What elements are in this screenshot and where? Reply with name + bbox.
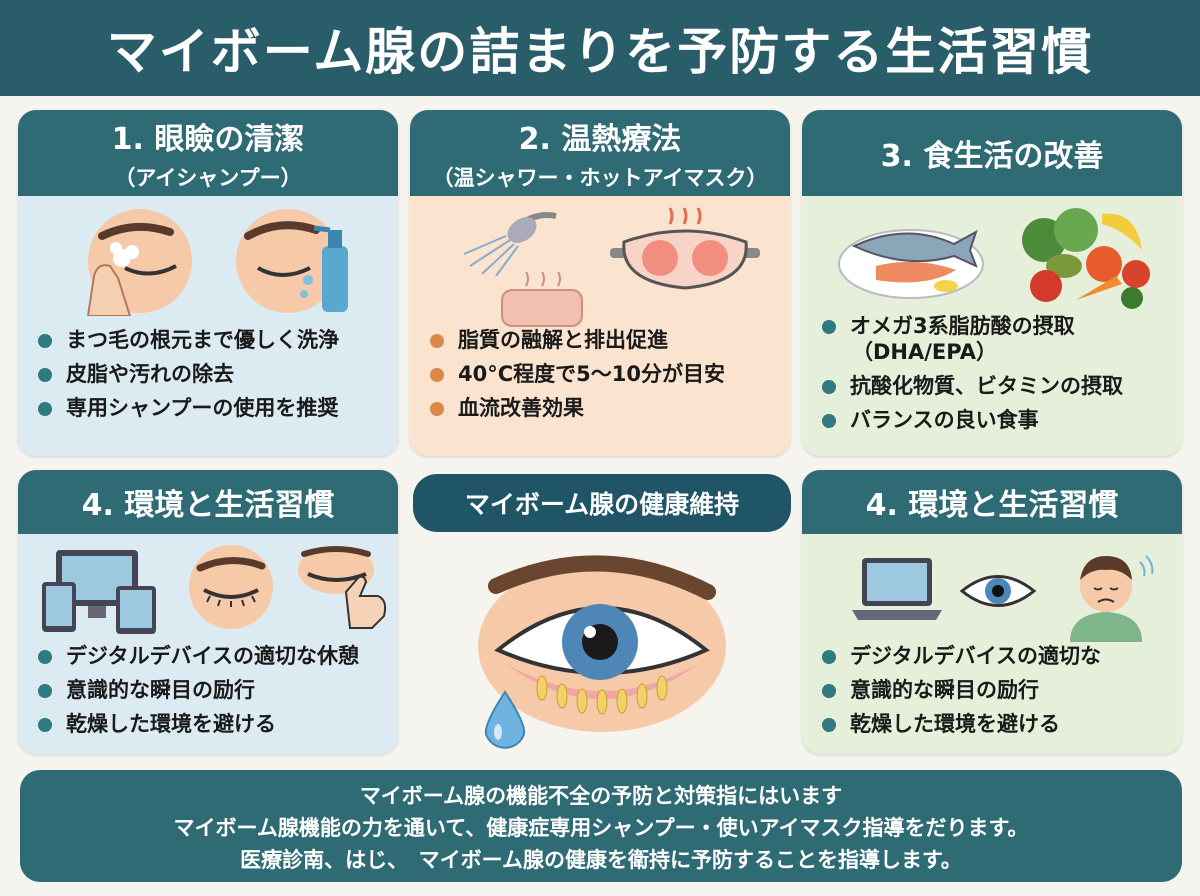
card-title: 3. 食生活の改善 [880,139,1104,174]
shower-icon [463,212,557,276]
list-item: 乾燥した環境を避ける [816,712,1174,736]
card-header: 1. 眼瞼の清潔 （アイシャンプー） [18,110,398,196]
closed-eye-icon [189,545,273,629]
bullet-dot [38,650,52,664]
card-header: 4. 環境と生活習慣 [802,470,1182,534]
card-subtitle: （温シャワー・ホットアイマスク） [432,166,768,190]
tired-person-icon [1070,555,1154,642]
towel-icon [501,271,583,327]
card-header: 4. 環境と生活習慣 [18,470,398,534]
list-item-sub: （DHA/EPA） [852,340,997,365]
bullet-dot [38,334,52,348]
list-item: 意識的な瞬目の励行 [816,678,1174,702]
card-header: 2. 温熱療法 （温シャワー・ホットアイマスク） [410,110,790,196]
list-item: 乾燥した環境を避ける [32,712,390,736]
card-diet: 3. 食生活の改善 オメガ3系脂肪酸の摂取 （DHA/EPA） 抗酸化物質、ビタ… [802,110,1182,456]
page-title: マイボーム腺の詰まりを予防する生活習慣 [106,23,1094,81]
footer-line: 医療診南、はじ、 マイボーム腺の健康を衛持に予防することを指導します。 [240,848,962,872]
hot-eye-mask-icon [610,207,760,290]
fish-plate-icon [838,229,984,299]
list-item: バランスの良い食事 [816,408,1174,432]
footer-line: マイボーム腺の機能不全の予防と対策指にはいます [359,784,843,808]
center-badge: マイボーム腺の健康維持 [413,474,791,532]
list-item: デジタルデバイスの適切な休憩 [32,644,390,668]
card-heat-therapy: 2. 温熱療法 （温シャワー・ホットアイマスク） 脂質の融解と排出促進 40°C… [410,110,790,456]
bullet-dot [38,402,52,417]
devices-icon [42,550,156,634]
bullet-dot [38,368,52,383]
title-bar: マイボーム腺の詰まりを予防する生活習慣 [0,0,1200,96]
card-title: 1. 眼瞼の清潔 [111,122,305,157]
bullet-dot [822,414,836,429]
bullet-dot [822,650,836,664]
list-item: 脂質の融解と排出促進 [424,328,782,352]
list-item: まつ毛の根元まで優しく洗浄 [32,328,390,352]
list-item: オメガ3系脂肪酸の摂取 [816,314,1174,338]
bullet-dot [822,718,836,733]
list-item: 抗酸化物質、ビタミンの摂取 [816,374,1174,398]
eye-shampoo-icon [236,209,348,313]
vegetables-icon [1022,208,1150,309]
laptop-icon [852,558,942,620]
bullet-dot [430,402,444,417]
tear-drop-icon [484,690,526,749]
list-item: 血流改善効果 [424,396,782,420]
list-item: 専用シャンプーの使用を推奨 [32,396,390,420]
card-title: 4. 環境と生活習慣 [865,488,1119,523]
bullet-dot [822,684,836,699]
list-item: デジタルデバイスの適切な [816,644,1174,668]
list-item: 皮脂や汚れの除去 [32,362,390,386]
card-title: 2. 温熱療法 [518,122,682,157]
list-item: 40°C程度で5～10分が目安 [424,362,782,386]
bullet-dot [38,718,52,733]
open-eye-icon [959,575,1037,607]
footer-line: マイボーム腺機能の力を通いて、健康症専用シャンプー・使いアイマスク指導をだります… [173,816,1029,840]
bullet-dot [430,334,444,348]
card-title: 4. 環境と生活習慣 [81,488,335,523]
eye-wash-icon [86,209,192,316]
card-header: 3. 食生活の改善 [802,110,1182,196]
card-environment-right: 4. 環境と生活習慣 デジタルデバイスの適切な 意識的な瞬目の励行 乾燥した環境… [802,470,1182,754]
footer-note: マイボーム腺の機能不全の予防と対策指にはいます マイボーム腺機能の力を通いて、健… [20,770,1182,882]
bullet-dot [822,380,836,395]
bullet-dot [38,684,52,699]
card-eyelid-hygiene: 1. 眼瞼の清潔 （アイシャンプー） まつ毛の根元まで優しく洗浄 皮脂や汚れの除… [18,110,398,456]
eyelid-touch-icon [298,546,387,629]
card-subtitle: （アイシャンプー） [114,166,302,190]
card-environment-left: 4. 環境と生活習慣 デジタルデバイスの適切な休憩 意識的な瞬目の励行 乾燥した… [18,470,398,754]
eye-meibomian-icon [478,555,726,732]
list-item: 意識的な瞬目の励行 [32,678,390,702]
bullet-dot [430,368,444,383]
bullet-dot [822,320,836,334]
